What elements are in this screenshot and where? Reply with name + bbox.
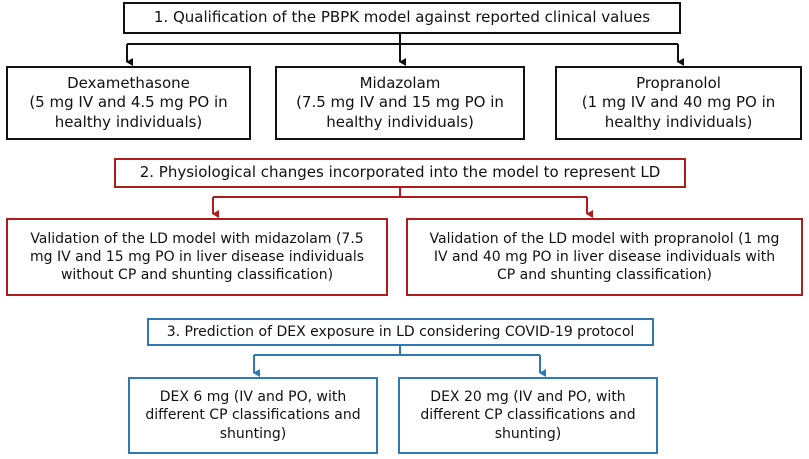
prediction-line1: DEX 6 mg (IV and PO, with	[159, 389, 347, 406]
drug-name: Propranolol	[636, 73, 721, 92]
validation-line3: CP and shunting classification)	[497, 267, 712, 284]
drug-box-propranolol: Propranolol (1 mg IV and 40 mg PO in hea…	[555, 66, 802, 140]
validation-line1: Validation of the LD model with midazola…	[30, 230, 364, 247]
drug-name: Midazolam	[359, 73, 441, 92]
step1-title-box: 1. Qualification of the PBPK model again…	[123, 2, 681, 34]
step2-title: 2. Physiological changes incorporated in…	[139, 163, 661, 182]
prediction-line2: different CP classifications and	[145, 407, 361, 424]
step3-title-box: 3. Prediction of DEX exposure in LD cons…	[147, 318, 654, 346]
drug-detail-line2: healthy individuals)	[604, 112, 753, 131]
step2-connectors	[212, 188, 593, 218]
prediction-box-dex-20mg: DEX 20 mg (IV and PO, with different CP …	[398, 377, 658, 454]
prediction-line1: DEX 20 mg (IV and PO, with	[430, 389, 626, 406]
step3-title: 3. Prediction of DEX exposure in LD cons…	[166, 323, 635, 340]
drug-detail-line2: healthy individuals)	[326, 112, 474, 131]
drug-box-dexamethasone: Dexamethasone (5 mg IV and 4.5 mg PO in …	[6, 66, 251, 140]
step1-connectors	[126, 34, 684, 66]
validation-line1: Validation of the LD model with proprano…	[429, 230, 780, 247]
drug-detail-line2: healthy individuals)	[54, 112, 203, 131]
prediction-box-dex-6mg: DEX 6 mg (IV and PO, with different CP c…	[128, 377, 378, 454]
step1-title: 1. Qualification of the PBPK model again…	[153, 8, 651, 27]
drug-detail-line1: (7.5 mg IV and 15 mg PO in	[296, 93, 504, 112]
drug-detail-line1: (5 mg IV and 4.5 mg PO in	[29, 93, 228, 112]
validation-box-midazolam: Validation of the LD model with midazola…	[6, 218, 388, 296]
validation-box-propranolol: Validation of the LD model with proprano…	[406, 218, 803, 296]
drug-box-midazolam: Midazolam (7.5 mg IV and 15 mg PO in hea…	[275, 66, 525, 140]
validation-line2: IV and 40 mg PO in liver disease individ…	[433, 248, 776, 265]
validation-line2: mg IV and 15 mg PO in liver disease indi…	[29, 248, 365, 265]
drug-name: Dexamethasone	[67, 73, 190, 92]
prediction-line3: shunting)	[219, 425, 287, 442]
drug-detail-line1: (1 mg IV and 40 mg PO in	[581, 93, 776, 112]
validation-line3: without CP and shunting classification)	[60, 267, 334, 284]
prediction-line3: shunting)	[494, 425, 562, 442]
step2-title-box: 2. Physiological changes incorporated in…	[114, 158, 686, 188]
step3-connectors	[253, 346, 546, 377]
prediction-line2: different CP classifications and	[420, 407, 636, 424]
